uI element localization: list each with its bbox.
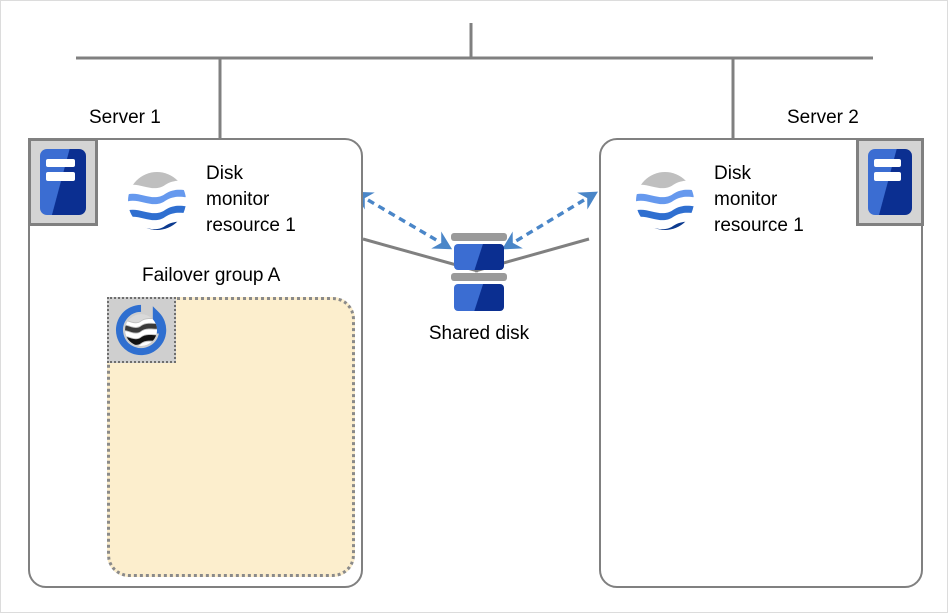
server-1-disk-monitor-globe-icon [128,172,186,230]
shared-disk-label: Shared disk [428,323,530,344]
server-1-disk-monitor-label: Disk monitor resource 1 [206,161,296,239]
server-chassis-bar-bottom [46,172,75,181]
server-1-chassis-icon [28,138,98,226]
server-2-chassis-icon [856,138,924,226]
shared-disk-icon[interactable] [448,233,510,315]
server2-monitor-arrow [502,191,598,250]
monitor-label-line3: resource 1 [206,215,296,236]
server-2-name: Server 2 [787,107,859,128]
group-resource-glyph [115,304,167,356]
server-chassis-body [868,149,912,215]
shared-disk-unit-2 [454,284,504,311]
failover-group-a-label: Failover group A [142,265,281,286]
server-2-disk-monitor-label: Disk monitor resource 1 [714,161,804,239]
failover-group-a-resource-icon[interactable] [107,297,176,363]
monitor-label-line2: monitor [714,189,778,210]
server-chassis-body [40,149,86,215]
monitor-label-line1: Disk [714,163,751,184]
monitor-label-line3: resource 1 [714,215,804,236]
server1-monitor-arrow [353,191,453,250]
shared-disk-bar-middle [451,273,507,281]
shared-disk-unit-1 [454,244,504,270]
shared-disk-bar-top [451,233,507,241]
server-chassis-bar-top [46,158,75,168]
monitor-label-line2: monitor [206,189,270,210]
server-chassis-bar-bottom [874,172,902,181]
server-1-name: Server 1 [89,107,161,128]
monitor-label-line1: Disk [206,163,243,184]
server-chassis-bar-top [874,158,902,168]
server-2-disk-monitor-globe-icon [636,172,694,230]
